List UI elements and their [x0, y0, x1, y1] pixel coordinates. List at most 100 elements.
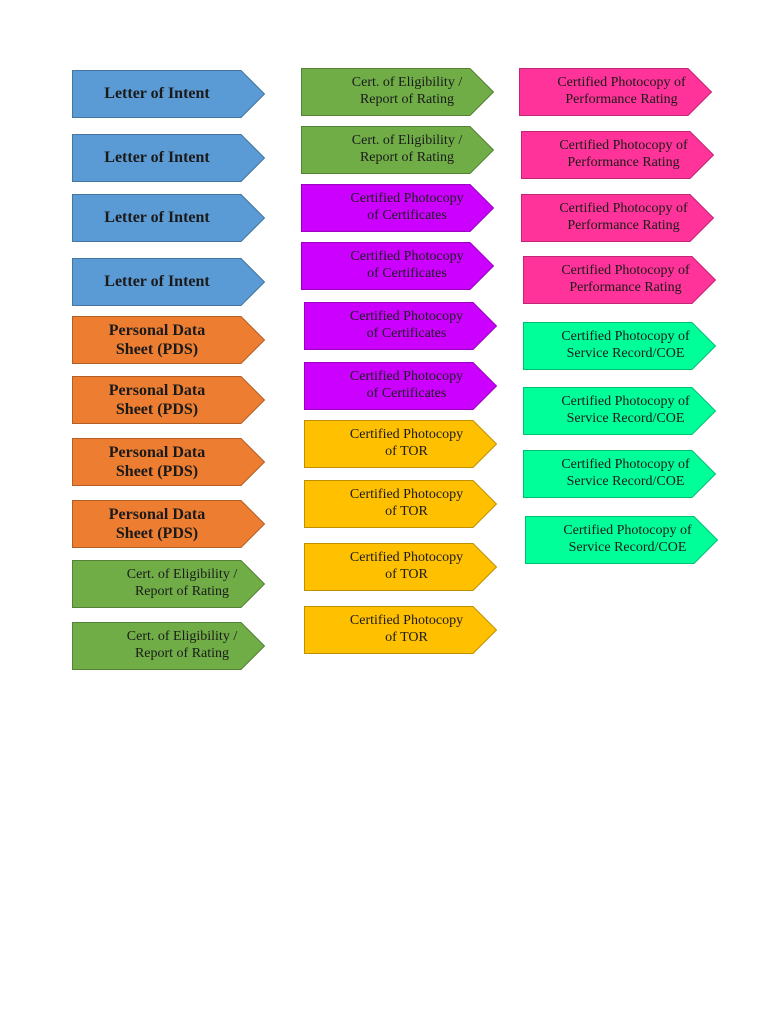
- arrow-tab-fill: [523, 450, 717, 498]
- tab-label: Certified Photocopy of TOR: [349, 487, 464, 519]
- arrow-tab-shape: [72, 258, 266, 306]
- arrow-tab-shape: [72, 194, 266, 242]
- arrow-tab-fill: [304, 420, 498, 468]
- arrow-tab-shape: [521, 194, 715, 242]
- tab-label: Certified Photocopy of Certificates: [349, 309, 464, 341]
- tab-left-7: Personal Data Sheet (PDS): [72, 438, 266, 486]
- tab-label: Certified Photocopy of TOR: [349, 613, 464, 645]
- tab-right-7: Certified Photocopy of Service Record/CO…: [523, 450, 717, 498]
- arrow-tab-fill: [521, 194, 715, 242]
- tab-left-3: Letter of Intent: [72, 194, 266, 242]
- tab-middle-5: Certified Photocopy of Certificates: [304, 302, 498, 350]
- arrow-tab-shape: [301, 68, 495, 116]
- tab-label: Certified Photocopy of Service Record/CO…: [561, 457, 690, 489]
- arrow-tab-fill: [72, 376, 266, 424]
- arrow-tab-fill: [519, 68, 713, 116]
- tab-label: Letter of Intent: [104, 149, 210, 167]
- tab-label: Cert. of Eligibility / Report of Rating: [351, 133, 463, 165]
- arrow-tab-shape: [72, 376, 266, 424]
- tab-label: Certified Photocopy of Certificates: [349, 369, 464, 401]
- arrow-tab-fill: [523, 322, 717, 370]
- arrow-tab-shape: [304, 362, 498, 410]
- tab-label: Letter of Intent: [104, 85, 210, 103]
- arrow-tab-shape: [525, 516, 719, 564]
- arrow-tab-fill: [304, 480, 498, 528]
- tab-right-8: Certified Photocopy of Service Record/CO…: [525, 516, 719, 564]
- tab-label: Certified Photocopy of Service Record/CO…: [561, 329, 690, 361]
- arrow-tab-shape: [72, 316, 266, 364]
- arrow-tab-shape: [304, 302, 498, 350]
- arrow-tab-shape: [301, 242, 495, 290]
- arrow-tab-shape: [523, 322, 717, 370]
- tab-label: Personal Data Sheet (PDS): [108, 443, 206, 480]
- arrow-tab-shape: [72, 500, 266, 548]
- arrow-tab-shape: [523, 387, 717, 435]
- arrow-tab-shape: [519, 68, 713, 116]
- tab-middle-1: Cert. of Eligibility / Report of Rating: [301, 68, 495, 116]
- arrow-tab-fill: [521, 131, 715, 179]
- tab-right-5: Certified Photocopy of Service Record/CO…: [523, 322, 717, 370]
- tab-label: Certified Photocopy of TOR: [349, 550, 464, 582]
- arrow-tab-fill: [301, 242, 495, 290]
- arrow-tab-fill: [301, 126, 495, 174]
- tab-label: Personal Data Sheet (PDS): [108, 321, 206, 358]
- tab-label: Letter of Intent: [104, 209, 210, 227]
- tab-left-9: Cert. of Eligibility / Report of Rating: [72, 560, 266, 608]
- tab-label: Personal Data Sheet (PDS): [108, 381, 206, 418]
- tab-left-8: Personal Data Sheet (PDS): [72, 500, 266, 548]
- tab-label: Letter of Intent: [104, 273, 210, 291]
- arrow-tab-fill: [304, 362, 498, 410]
- tab-middle-8: Certified Photocopy of TOR: [304, 480, 498, 528]
- arrow-tab-fill: [523, 256, 717, 304]
- arrow-tab-fill: [72, 258, 266, 306]
- arrow-tab-shape: [304, 420, 498, 468]
- arrow-tab-shape: [72, 622, 266, 670]
- arrow-tab-shape: [304, 606, 498, 654]
- tab-middle-6: Certified Photocopy of Certificates: [304, 362, 498, 410]
- tab-left-10: Cert. of Eligibility / Report of Rating: [72, 622, 266, 670]
- tab-right-4: Certified Photocopy of Performance Ratin…: [523, 256, 717, 304]
- arrow-tab-shape: [72, 70, 266, 118]
- tab-right-3: Certified Photocopy of Performance Ratin…: [521, 194, 715, 242]
- arrow-tab-shape: [72, 438, 266, 486]
- tab-label: Certified Photocopy of Performance Ratin…: [557, 75, 686, 107]
- tab-label: Certified Photocopy of Performance Ratin…: [559, 201, 688, 233]
- arrow-tab-fill: [72, 560, 266, 608]
- arrow-tab-fill: [72, 500, 266, 548]
- tab-left-4: Letter of Intent: [72, 258, 266, 306]
- arrow-tab-shape: [304, 480, 498, 528]
- arrow-tab-shape: [523, 256, 717, 304]
- arrow-tab-fill: [304, 543, 498, 591]
- arrow-tab-shape: [523, 450, 717, 498]
- arrow-tab-fill: [72, 194, 266, 242]
- tab-label: Certified Photocopy of Certificates: [350, 249, 464, 281]
- tab-left-6: Personal Data Sheet (PDS): [72, 376, 266, 424]
- tab-middle-2: Cert. of Eligibility / Report of Rating: [301, 126, 495, 174]
- tab-label: Certified Photocopy of Certificates: [350, 191, 464, 223]
- arrow-tab-fill: [72, 134, 266, 182]
- tab-left-5: Personal Data Sheet (PDS): [72, 316, 266, 364]
- arrow-tab-fill: [525, 516, 719, 564]
- arrow-tab-fill: [301, 184, 495, 232]
- tab-label: Certified Photocopy of Performance Ratin…: [559, 138, 688, 170]
- tab-label: Certified Photocopy of Service Record/CO…: [561, 394, 690, 426]
- tab-label: Certified Photocopy of Performance Ratin…: [561, 263, 690, 295]
- arrow-tab-fill: [301, 68, 495, 116]
- tab-right-2: Certified Photocopy of Performance Ratin…: [521, 131, 715, 179]
- tab-left-1: Letter of Intent: [72, 70, 266, 118]
- arrow-tab-shape: [304, 543, 498, 591]
- arrow-tab-shape: [521, 131, 715, 179]
- tab-label: Cert. of Eligibility / Report of Rating: [126, 629, 238, 661]
- tab-label: Certified Photocopy of TOR: [349, 427, 464, 459]
- tab-label: Personal Data Sheet (PDS): [108, 505, 206, 542]
- tab-middle-7: Certified Photocopy of TOR: [304, 420, 498, 468]
- tab-label: Certified Photocopy of Service Record/CO…: [563, 523, 692, 555]
- arrow-tab-fill: [72, 622, 266, 670]
- tab-label: Cert. of Eligibility / Report of Rating: [351, 75, 463, 107]
- arrow-tab-shape: [72, 560, 266, 608]
- tab-middle-3: Certified Photocopy of Certificates: [301, 184, 495, 232]
- arrow-tab-fill: [304, 302, 498, 350]
- arrow-tab-fill: [72, 316, 266, 364]
- tab-right-1: Certified Photocopy of Performance Ratin…: [519, 68, 713, 116]
- arrow-tab-shape: [72, 134, 266, 182]
